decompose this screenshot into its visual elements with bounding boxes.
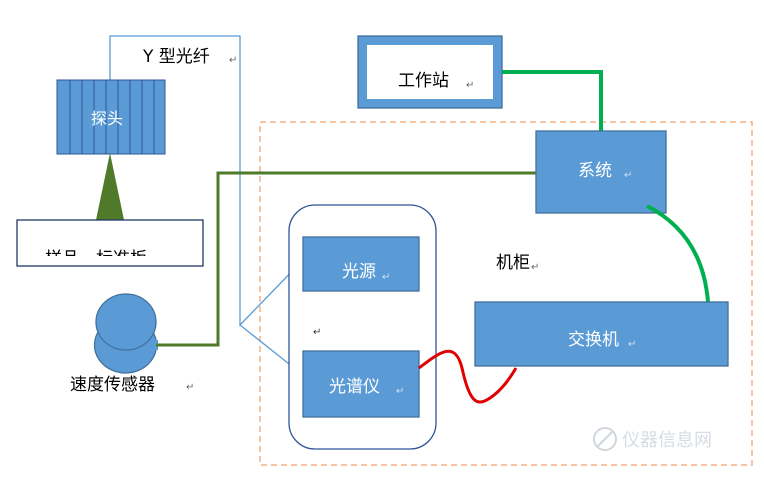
system-label: 系统 <box>578 161 612 181</box>
spectrometer-box: 光谱仪 ↵ <box>302 350 420 418</box>
system-to-switch-line <box>646 204 710 303</box>
return-mark: ↵ <box>382 272 390 283</box>
fiber-label: Y 型光纤 <box>142 47 210 67</box>
watermark-text: 仪器信息网 <box>622 430 712 451</box>
workstation-label: 工作站 <box>398 71 449 91</box>
system-box: 系统 ↵ <box>535 130 667 214</box>
y-fiber-line <box>109 35 304 327</box>
return-mark: ↵ <box>466 80 474 91</box>
return-mark: ↵ <box>186 382 194 393</box>
return-mark: ↵ <box>531 262 539 273</box>
light-source-box: 光源 ↵ <box>302 236 420 292</box>
cabinet-boundary <box>259 121 753 466</box>
spectrometer-label: 光谱仪 <box>329 377 380 397</box>
speed-sensor-label: 速度传感器 <box>70 375 155 395</box>
return-mark: ↵ <box>628 339 636 350</box>
probe-label: 探头 <box>91 109 123 128</box>
workstation-box: 工作站 ↵ <box>357 35 503 109</box>
sample-plate: 样品、标准板 <box>16 219 204 269</box>
light-source-label: 光源 <box>342 262 376 282</box>
switch-label: 交换机 <box>568 330 619 350</box>
switch-box: 交换机 ↵ <box>474 301 729 367</box>
return-mark: ↵ <box>396 386 404 397</box>
watermark: 仪器信息网 <box>593 427 712 451</box>
watermark-logo-icon <box>593 427 617 451</box>
return-mark: ↵ <box>624 170 632 181</box>
cabinet-label: 机柜 <box>496 253 530 273</box>
return-mark: ↵ <box>229 55 237 66</box>
spectrometer-to-switch-line <box>418 349 518 404</box>
return-mark: ↵ <box>313 327 321 338</box>
sample-label: 样品、标准板 <box>45 249 147 269</box>
workstation-to-system-line <box>502 70 603 131</box>
probe: 探头 <box>56 79 166 155</box>
light-beam <box>96 153 124 220</box>
sensor-to-system-line <box>156 171 536 347</box>
speed-sensor <box>93 293 158 374</box>
